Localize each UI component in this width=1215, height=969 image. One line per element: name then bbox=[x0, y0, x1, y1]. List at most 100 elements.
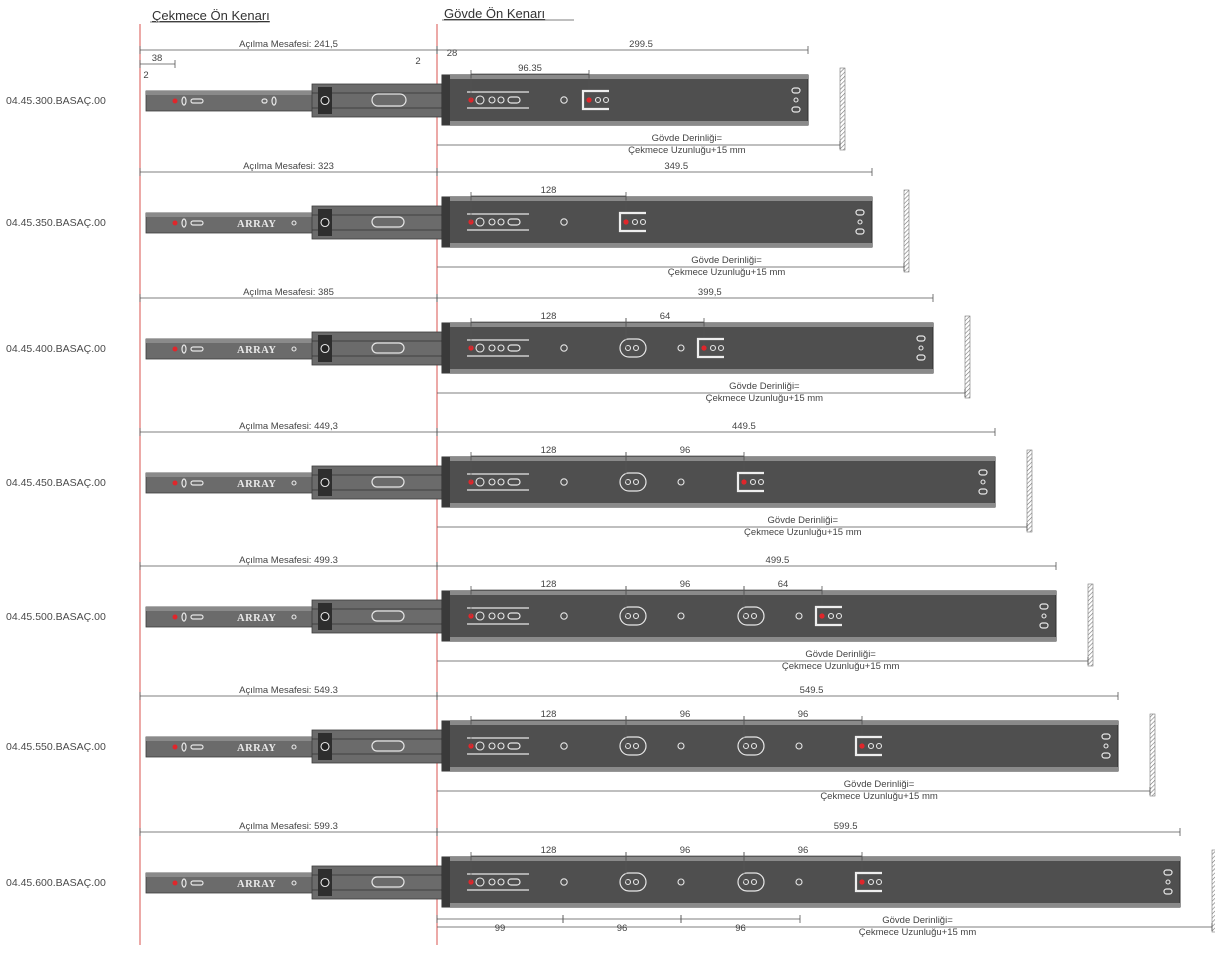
hole-spacing-label: 96 bbox=[680, 445, 691, 456]
cabinet-back-wall bbox=[903, 189, 910, 273]
mounting-hole bbox=[624, 742, 632, 750]
mounting-point-marker bbox=[172, 98, 178, 104]
mounting-hole bbox=[475, 741, 485, 751]
slide-length-label: 599.5 bbox=[834, 821, 858, 832]
mounting-hole bbox=[867, 878, 875, 886]
mounting-hole bbox=[488, 96, 496, 104]
product-code: 04.45.350.BASAÇ.00 bbox=[6, 217, 106, 229]
mounting-hole bbox=[497, 478, 505, 486]
drawer-front-edge-title: Çekmece Ön Kenarı bbox=[152, 8, 270, 23]
inner-rail-long-slot bbox=[371, 476, 405, 488]
bottom-spacing-label: 96 bbox=[617, 923, 628, 934]
rear-slot bbox=[855, 209, 865, 216]
hole-spacing-label: 96 bbox=[798, 845, 809, 856]
inner-rail-slot bbox=[181, 878, 187, 888]
outer-rail-bottom-edge bbox=[442, 243, 872, 247]
hole-spacing-label: 64 bbox=[660, 311, 671, 322]
front-bracket bbox=[442, 75, 450, 125]
cabinet-back-wall bbox=[1149, 713, 1156, 797]
slide-row-4: 04.45.450.BASAÇ.00 Açılma Mesafesi: 449,3… bbox=[6, 421, 1033, 538]
cabinet-back-wall bbox=[839, 67, 846, 151]
opening-distance-label: Açılma Mesafesi: 599.3 bbox=[239, 821, 338, 832]
body-depth-note-line2: Çekmece Uzunluğu+15 mm bbox=[628, 145, 746, 156]
hole-spacing-label: 96 bbox=[798, 709, 809, 720]
rear-hole bbox=[793, 97, 799, 103]
product-code: 04.45.450.BASAÇ.00 bbox=[6, 477, 106, 489]
mounting-hole bbox=[632, 612, 640, 620]
small-offset-label: 28 bbox=[447, 48, 458, 59]
mounting-hole bbox=[497, 344, 505, 352]
mounting-hole bbox=[560, 742, 568, 750]
bearing-hole bbox=[320, 217, 330, 228]
mounting-hole bbox=[750, 878, 758, 886]
mounting-hole bbox=[624, 478, 632, 486]
inner-rail-edge bbox=[146, 213, 446, 217]
mounting-hole bbox=[594, 96, 602, 104]
outer-rail-bottom-edge bbox=[442, 369, 933, 373]
outer-rail-top-edge bbox=[442, 197, 872, 201]
opening-distance-label: Açılma Mesafesi: 449,3 bbox=[239, 421, 338, 432]
mounting-hole bbox=[742, 878, 750, 886]
front-bracket bbox=[442, 323, 450, 373]
body-depth-note-line1: Gövde Derinliği= bbox=[768, 515, 839, 526]
small-offset-label: 38 bbox=[152, 53, 163, 64]
mounting-hole bbox=[677, 344, 685, 352]
hole-spacing-label: 96 bbox=[680, 709, 691, 720]
mounting-hole bbox=[475, 343, 485, 353]
mounting-hole bbox=[717, 344, 725, 352]
inner-rail-hole bbox=[291, 220, 297, 226]
outer-rail-bottom-edge bbox=[442, 637, 1056, 641]
inner-rail-edge bbox=[146, 473, 446, 477]
inner-rail-slot bbox=[181, 96, 187, 106]
body-depth-note-line1: Gövde Derinliği= bbox=[691, 255, 762, 266]
inner-rail-hole bbox=[291, 346, 297, 352]
inner-rail-hole bbox=[291, 480, 297, 486]
mounting-hole bbox=[827, 612, 835, 620]
mounting-hole bbox=[749, 478, 757, 486]
mounting-hole bbox=[475, 217, 485, 227]
mounting-hole bbox=[488, 478, 496, 486]
mounting-hole bbox=[497, 218, 505, 226]
bearing-hole bbox=[320, 611, 330, 622]
rear-slot bbox=[1039, 622, 1049, 629]
brand-stamp: ARRAY bbox=[237, 879, 276, 890]
middle-rail bbox=[311, 83, 445, 118]
inner-rail-slot bbox=[190, 744, 204, 750]
mounting-point-marker bbox=[859, 743, 865, 749]
body-depth-note-line2: Çekmece Uzunluğu+15 mm bbox=[706, 393, 824, 404]
mounting-hole bbox=[560, 478, 568, 486]
outer-rail-top-edge bbox=[442, 591, 1056, 595]
inner-rail-long-slot bbox=[371, 610, 405, 622]
hole-spacing-label: 128 bbox=[541, 579, 557, 590]
bearing-hole bbox=[320, 477, 330, 488]
mounting-hole bbox=[677, 478, 685, 486]
intermediate-clip bbox=[737, 606, 765, 626]
cabinet-back-wall bbox=[1026, 449, 1033, 533]
mounting-hole bbox=[709, 344, 717, 352]
inner-rail-long-slot bbox=[371, 93, 407, 107]
mounting-hole bbox=[497, 878, 505, 886]
mounting-point-marker bbox=[172, 220, 178, 226]
mounting-hole bbox=[560, 96, 568, 104]
mounting-hole bbox=[677, 612, 685, 620]
opening-distance-label: Açılma Mesafesi: 499.3 bbox=[239, 555, 338, 566]
inner-rail-edge bbox=[146, 737, 446, 741]
hole-spacing-label: 128 bbox=[541, 311, 557, 322]
mounting-slot bbox=[507, 96, 521, 104]
mounting-hole bbox=[631, 218, 639, 226]
bearing-hole bbox=[320, 343, 330, 354]
product-code: 04.45.550.BASAÇ.00 bbox=[6, 741, 106, 753]
rear-clip bbox=[618, 211, 646, 233]
inner-rail-hole bbox=[291, 880, 297, 886]
rear-slot bbox=[791, 106, 801, 113]
body-depth-note-line1: Gövde Derinliği= bbox=[805, 649, 876, 660]
slide-length-label: 549.5 bbox=[800, 685, 824, 696]
mounting-hole bbox=[497, 742, 505, 750]
inner-rail-hole bbox=[291, 744, 297, 750]
outer-rail-bottom-edge bbox=[442, 503, 995, 507]
opening-distance-label: Açılma Mesafesi: 323 bbox=[243, 161, 334, 172]
middle-rail bbox=[311, 465, 445, 500]
brand-stamp: ARRAY bbox=[237, 613, 276, 624]
mounting-point-marker bbox=[859, 879, 865, 885]
